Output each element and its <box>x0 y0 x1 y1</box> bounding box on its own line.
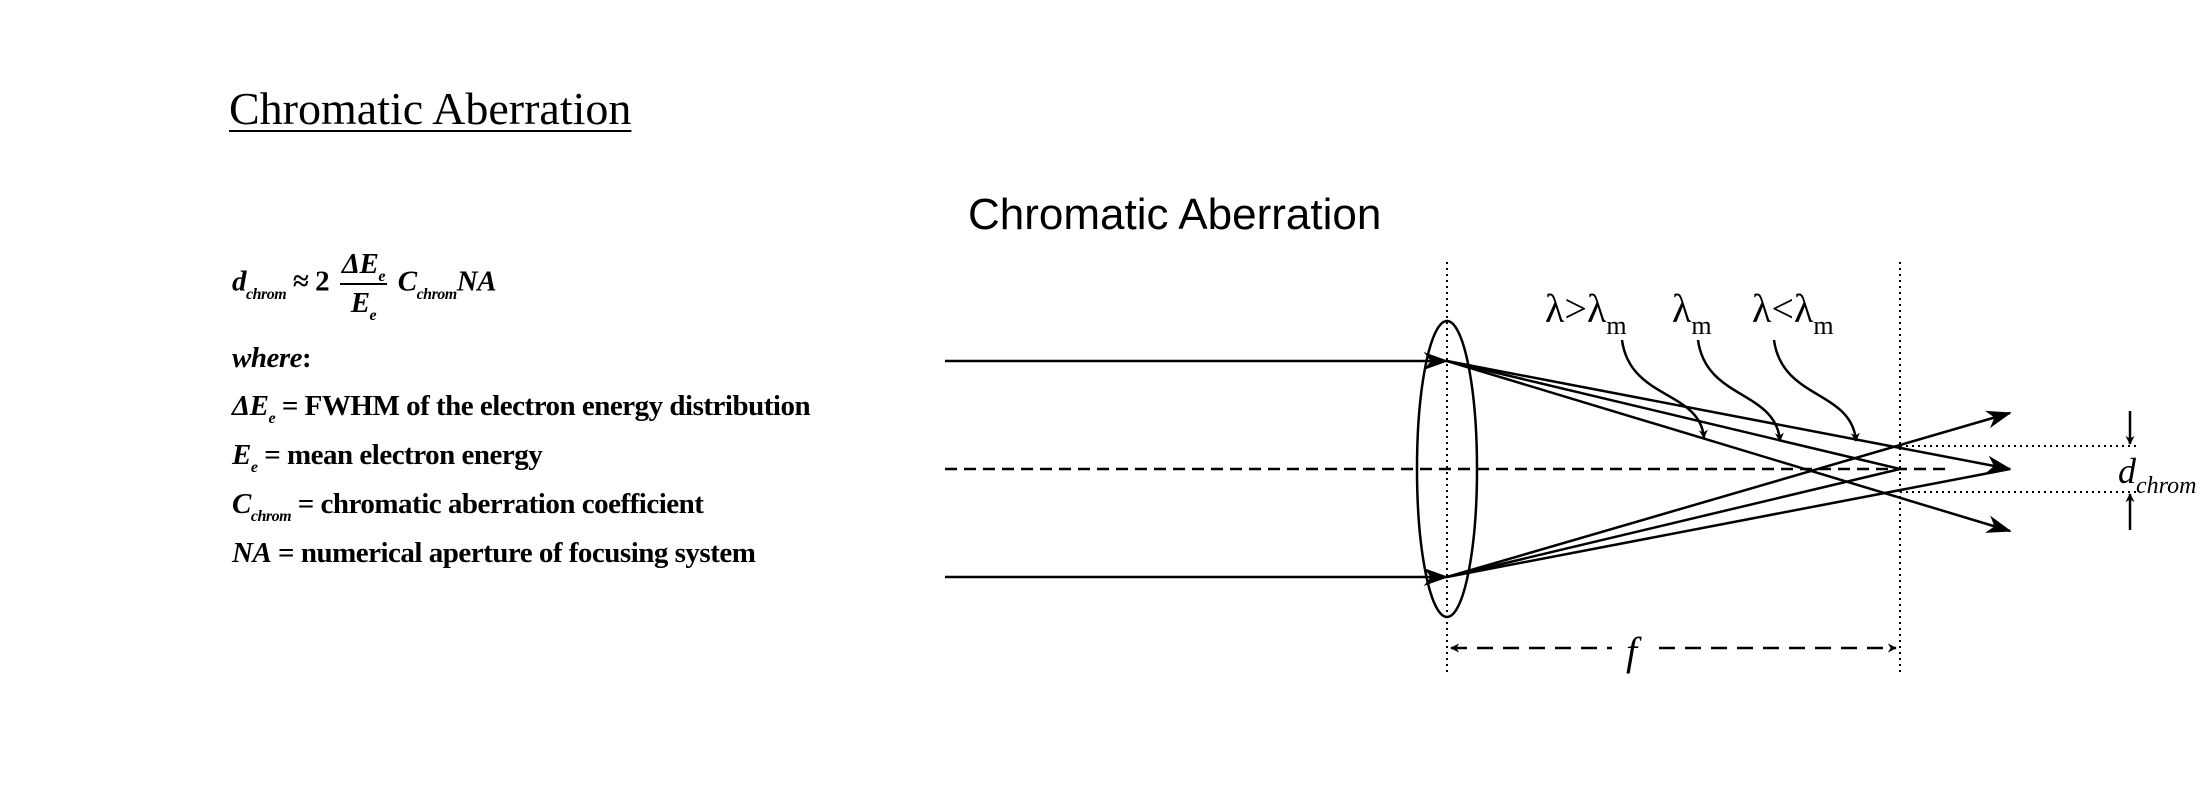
eq-na: NA <box>456 265 497 298</box>
ray-top-long <box>1446 359 2012 533</box>
eq-fraction: ΔEe Ee <box>339 248 387 324</box>
definition-row: Cchrom = chromatic aberration coefficien… <box>232 488 704 525</box>
definition-row: ΔEe = FWHM of the electron energy distri… <box>232 390 811 427</box>
def-eq: = <box>291 488 321 520</box>
def-eq: = <box>257 439 287 471</box>
def-symbol: ΔE <box>232 390 269 422</box>
ray-top-short <box>1446 359 1901 471</box>
eq-den: E <box>350 287 370 319</box>
label-lambda-m: λm <box>1672 286 1712 340</box>
eq-lhs-sub: chrom <box>246 285 287 303</box>
definition-row: Ee = mean electron energy <box>232 439 543 476</box>
ray-bottom-long <box>1446 410 2012 579</box>
page-title: Chromatic Aberration <box>229 83 632 134</box>
def-text: numerical aperture of focusing system <box>300 537 756 569</box>
label-lambda-greater: λ>λm <box>1545 286 1627 340</box>
pointer-lambda-greater <box>1620 339 1708 439</box>
def-symbol: C <box>232 488 251 520</box>
eq-num-sub: e <box>378 268 385 285</box>
def-eq: = <box>275 390 305 422</box>
where-word: where <box>232 342 303 374</box>
def-text: FWHM of the electron energy distribution <box>304 390 811 422</box>
label-lambda-less: λ<λm <box>1752 286 1834 340</box>
eq-coef-sub: chrom <box>416 285 458 303</box>
eq-coef: C <box>397 265 417 298</box>
def-symbol-sub: chrom <box>250 508 292 525</box>
def-text: mean electron energy <box>286 439 543 471</box>
definition-row: NA = numerical aperture of focusing syst… <box>232 537 756 570</box>
where-colon: : <box>302 342 312 374</box>
def-symbol-sub: e <box>250 459 258 476</box>
def-symbol-sub: e <box>268 410 276 427</box>
eq-den-sub: e <box>369 307 377 324</box>
label-d-chrom: dchrom <box>2118 451 2196 499</box>
ray-top-mid <box>1446 359 2012 474</box>
def-symbol: NA <box>232 537 272 569</box>
eq-approx: ≈ 2 <box>292 265 330 298</box>
ray-bottom-short <box>1446 467 1901 579</box>
def-text: chromatic aberration coefficient <box>320 488 704 520</box>
main-equation: dchrom ≈ 2 ΔEe Ee CchromNA <box>232 248 497 324</box>
where-label: where: <box>232 342 312 375</box>
lens <box>1415 319 1479 619</box>
diagram-title: Chromatic Aberration <box>968 190 1382 239</box>
def-eq: = <box>271 537 301 569</box>
pointer-lambda-less <box>1772 339 1860 442</box>
eq-num: ΔE <box>341 248 379 280</box>
def-symbol: E <box>232 439 251 471</box>
pointer-lambda-m <box>1696 339 1784 442</box>
ray-bottom-mid <box>1446 467 2011 579</box>
eq-lhs-var: d <box>232 265 247 298</box>
